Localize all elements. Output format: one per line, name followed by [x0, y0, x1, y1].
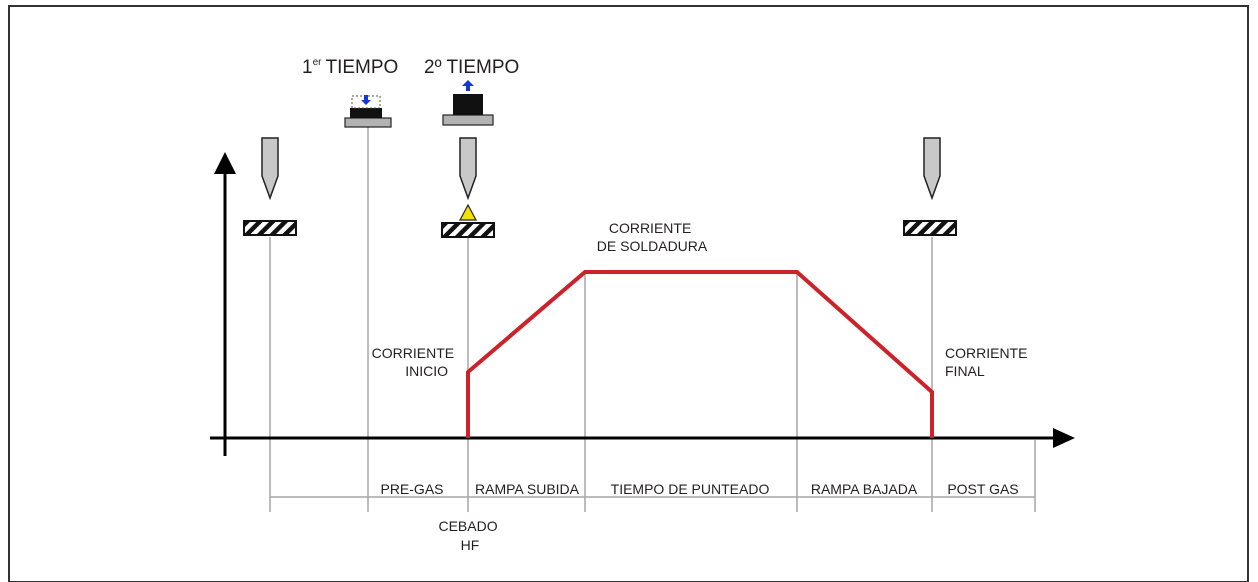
hatched-workpiece-icon	[243, 220, 297, 236]
hatched-workpiece-icon	[441, 222, 495, 238]
first-time-sup: er	[313, 57, 323, 68]
tig-electrode-icon	[459, 137, 477, 199]
corriente-soldadura-label: CORRIENTE DE SOLDADURA	[597, 220, 708, 254]
guide-lines	[269, 127, 1036, 512]
phase-pre-gas-label: PRE-GAS	[380, 481, 443, 497]
arc-spark-icon	[459, 203, 477, 221]
phase-tiempo-punteado-label: TIEMPO DE PUNTEADO	[611, 481, 770, 497]
corriente-inicio-label: CORRIENTE INICIO	[372, 345, 458, 379]
cebado-hf-label: CEBADO HF	[438, 518, 501, 553]
y-axis-arrow-icon	[214, 152, 236, 174]
corriente-final-label: CORRIENTE FINAL	[945, 345, 1031, 379]
trigger-press-icon	[344, 95, 392, 128]
axes	[210, 152, 1075, 456]
phase-rampa-bajada-label: RAMPA BAJADA	[811, 481, 918, 497]
tig-electrode-icon	[261, 137, 279, 199]
tig-electrode-icon	[923, 137, 941, 199]
current-profile-line	[466, 270, 934, 438]
x-axis-arrow-icon	[1053, 428, 1075, 448]
phase-post-gas-label: POST GAS	[947, 481, 1018, 497]
trigger-release-icon	[442, 80, 494, 126]
arrow-down-icon	[364, 95, 368, 100]
first-time-lead: 1	[302, 57, 313, 78]
first-time-word: TIEMPO	[325, 57, 398, 78]
arrow-up-icon	[462, 80, 474, 86]
hatched-workpiece-icon	[903, 220, 957, 236]
phase-rampa-subida-label: RAMPA SUBIDA	[475, 481, 580, 497]
second-time-label: 2º TIEMPO	[424, 57, 519, 78]
